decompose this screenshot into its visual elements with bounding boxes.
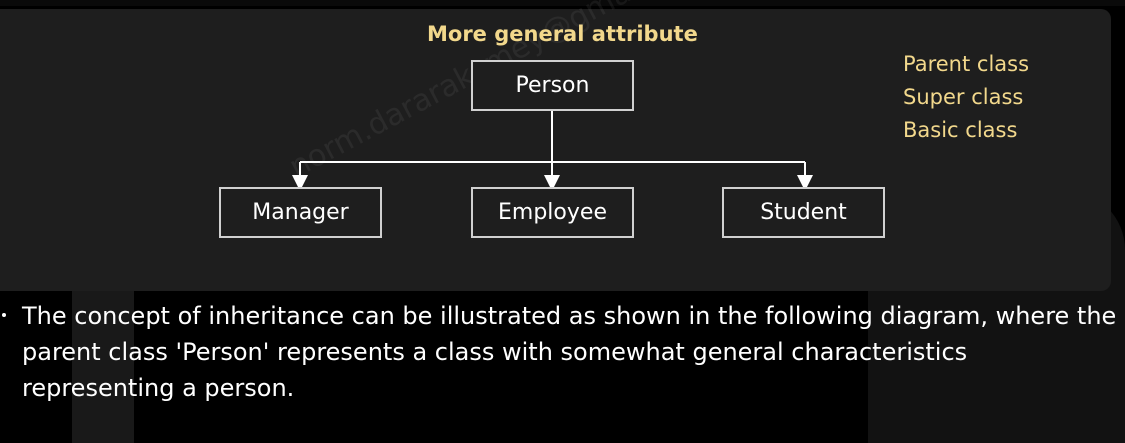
alias-basic-class: Basic class (903, 118, 1018, 142)
alias-parent-class: Parent class (903, 52, 1030, 76)
general-attribute-label: More general attribute (427, 22, 698, 46)
bullet-icon (2, 313, 6, 317)
description-text: The concept of inheritance can be illust… (22, 302, 1117, 402)
parent-class-aliases: Parent class Super class Basic class (903, 48, 1029, 147)
manager-class-box: Manager (219, 187, 382, 238)
employee-class-box: Employee (471, 187, 634, 238)
diagram-panel (0, 9, 1111, 291)
top-strip (0, 0, 1125, 6)
alias-super-class: Super class (903, 85, 1024, 109)
person-class-box: Person (471, 60, 634, 111)
student-class-box: Student (722, 187, 885, 238)
